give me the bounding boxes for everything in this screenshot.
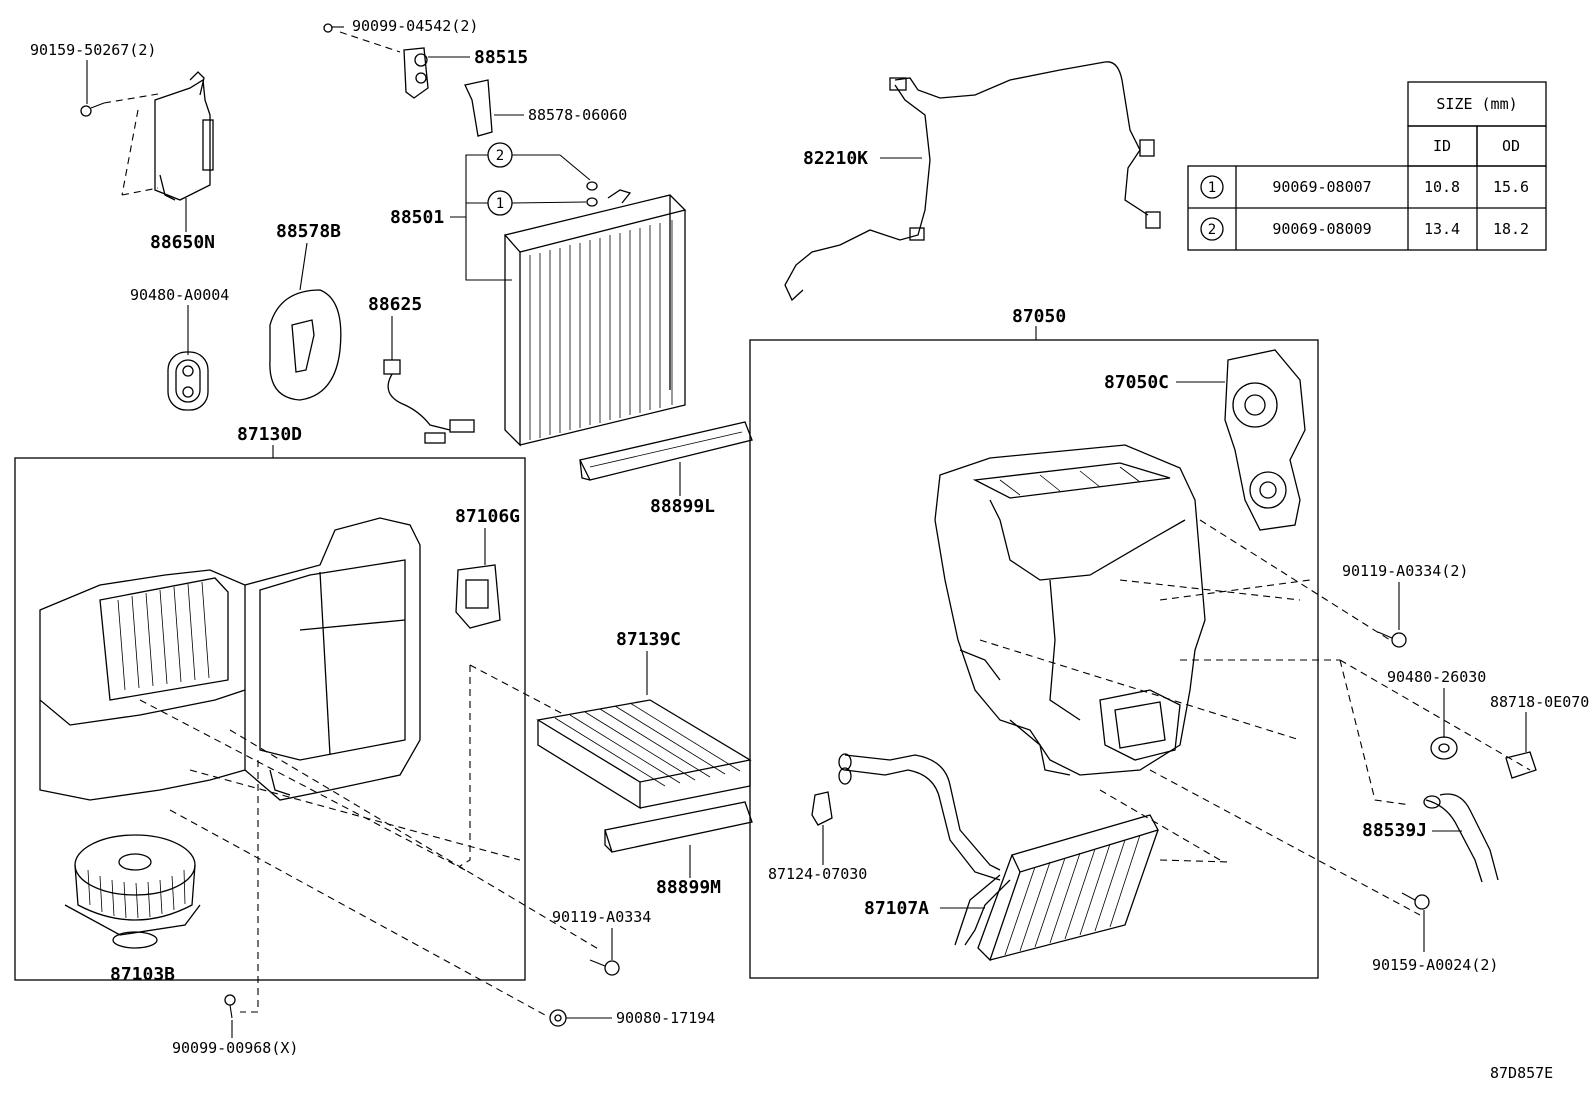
label-87106G: 87106G: [455, 506, 520, 527]
valve-88515-icon: [403, 47, 429, 99]
callout-circle-2: 2: [496, 148, 504, 164]
size-table-col-id: ID: [1433, 137, 1451, 155]
seal-88899L-icon: [579, 421, 753, 481]
clip-88718-0E070-icon: [1505, 751, 1537, 779]
label-88625: 88625: [368, 294, 422, 315]
bolt-90159-A0024-icon: [1401, 892, 1430, 910]
label-90080-17194: 90080-17194: [616, 1009, 715, 1027]
label-88578-06060: 88578-06060: [528, 106, 627, 124]
label-88899L: 88899L: [650, 496, 715, 517]
label-87103B: 87103B: [110, 964, 175, 985]
nut-90080-17194-icon: [549, 1009, 567, 1027]
insulator-88578B-icon: [269, 289, 342, 401]
callout-circle-1: 1: [496, 196, 504, 212]
label-88501: 88501: [390, 207, 444, 228]
heater-core-87107A-icon: [838, 753, 1159, 962]
size-table-ref-1: 1: [1208, 180, 1216, 196]
filter-87139C-icon: [536, 699, 752, 810]
screw-90099-04542-icon: [323, 23, 401, 53]
label-90480-A0004: 90480-A0004: [130, 286, 229, 304]
label-88539J: 88539J: [1362, 820, 1427, 841]
seal-88899M-icon: [604, 801, 753, 853]
bolt-90119-A0334-icon: [589, 959, 620, 976]
label-90099-00968: 90099-00968(X): [172, 1039, 298, 1057]
size-table-col-od: OD: [1502, 137, 1520, 155]
heater-case-87050-icon: [934, 444, 1206, 776]
bolt-90119-A0334-2-icon: [1377, 631, 1407, 648]
size-table-od-1: 15.6: [1493, 178, 1529, 196]
label-90119-A0334-2: 90119-A0334(2): [1342, 562, 1468, 580]
size-table-id-2: 13.4: [1424, 220, 1460, 238]
label-90099-04542: 90099-04542(2): [352, 17, 478, 35]
actuator-87050C-icon: [1224, 349, 1306, 531]
wire-harness-82210K-icon: [784, 61, 1161, 302]
size-table-part-2: 90069-08009: [1272, 220, 1371, 238]
frame-87050: [749, 339, 1319, 979]
amplifier-88650N-icon: [121, 71, 214, 201]
clamp-87124-07030-icon: [811, 791, 833, 826]
size-table: SIZE (mm) ID OD 1 90069-08007 10.8 15.6 …: [1187, 81, 1547, 251]
label-88650N: 88650N: [150, 232, 215, 253]
grommet-90480-26030-icon: [1430, 736, 1458, 760]
label-90480-26030: 90480-26030: [1387, 668, 1486, 686]
grommet-90480-A0004-icon: [167, 351, 209, 411]
label-88899M: 88899M: [656, 877, 721, 898]
size-table-ref-2: 2: [1208, 222, 1216, 238]
label-88515: 88515: [474, 47, 528, 68]
label-87107A: 87107A: [864, 898, 929, 919]
frame-87130D: [14, 457, 526, 981]
label-87139C: 87139C: [616, 629, 681, 650]
label-90159-50267: 90159-50267(2): [30, 41, 156, 59]
label-90119-A0334: 90119-A0334: [552, 908, 651, 926]
drawing-code: 87D857E: [1490, 1064, 1553, 1082]
screw-90099-00968-icon: [224, 994, 236, 1019]
sensor-88625-icon: [383, 359, 475, 444]
label-87050: 87050: [1012, 306, 1066, 327]
size-table-id-1: 10.8: [1424, 178, 1460, 196]
label-82210K: 82210K: [803, 148, 868, 169]
blower-motor-87103B-icon: [64, 834, 201, 949]
label-88718-0E070: 88718-0E070: [1490, 693, 1589, 711]
label-87130D: 87130D: [237, 424, 302, 445]
label-87050C: 87050C: [1104, 372, 1169, 393]
hose-88539J-icon: [1423, 793, 1499, 883]
size-table-part-1: 90069-08007: [1272, 178, 1371, 196]
size-table-title: SIZE (mm): [1436, 95, 1517, 113]
label-90159-A0024: 90159-A0024(2): [1372, 956, 1498, 974]
bracket-88578-06060-icon: [464, 79, 493, 137]
blower-case-87130D-icon: [39, 517, 421, 801]
bolt-90159-50267-icon: [80, 93, 159, 117]
label-87124-07030: 87124-07030: [768, 865, 867, 883]
size-table-od-2: 18.2: [1493, 220, 1529, 238]
evaporator-88501-icon: [503, 189, 687, 447]
label-88578B: 88578B: [276, 221, 341, 242]
actuator-87106G-icon: [455, 564, 501, 629]
